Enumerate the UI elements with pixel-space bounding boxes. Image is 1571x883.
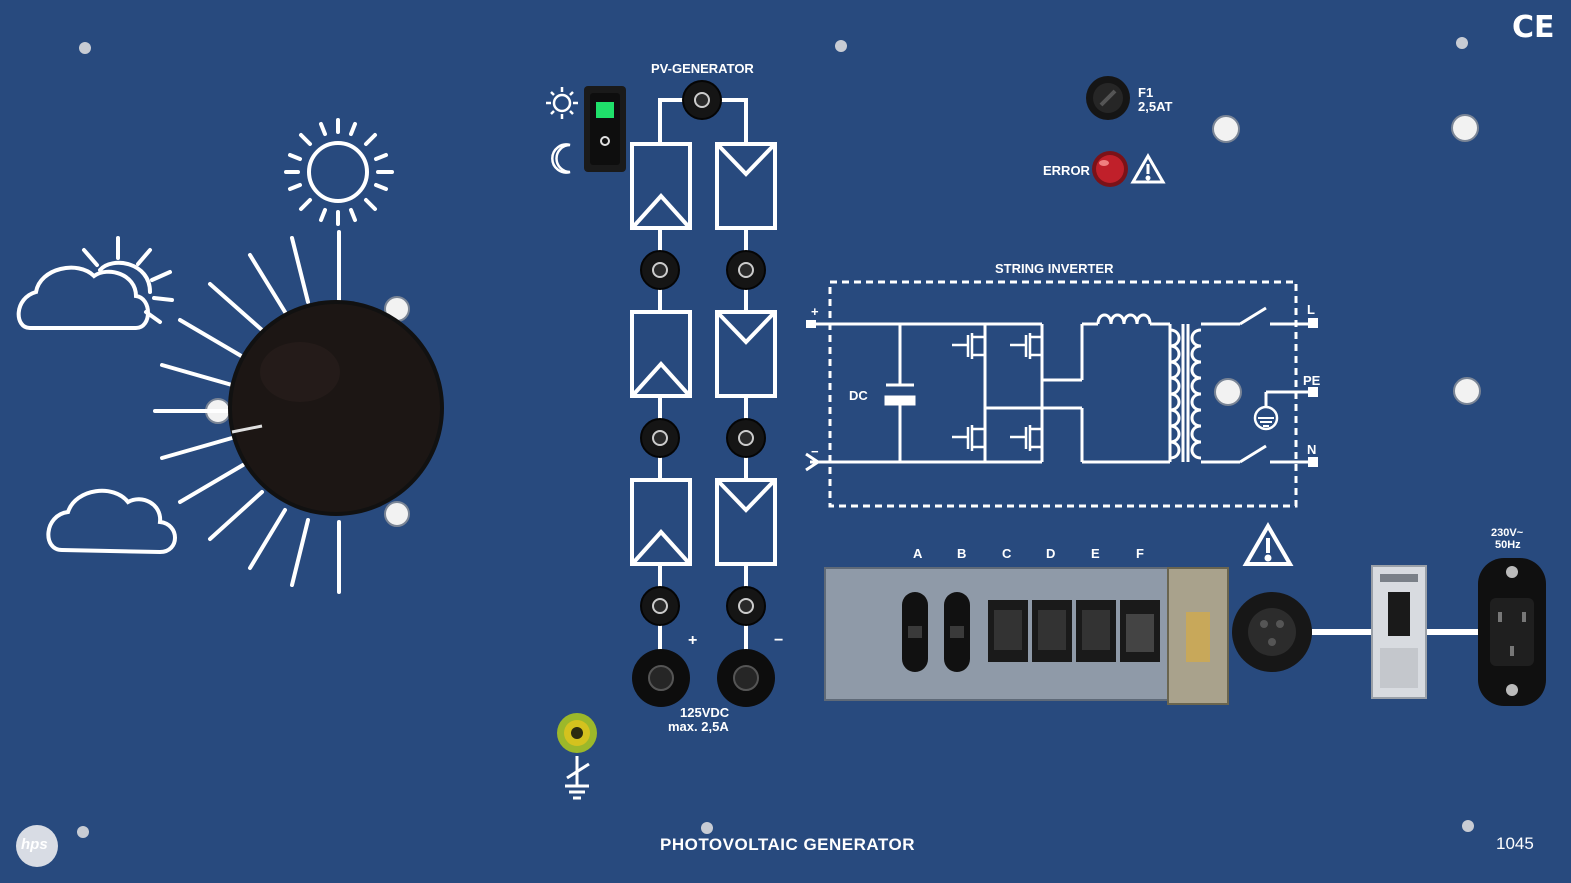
irradiance-knob[interactable] [228, 300, 444, 516]
fault-switch-f[interactable] [1120, 600, 1160, 662]
output-connector[interactable] [1232, 592, 1312, 672]
error-label: ERROR [1043, 163, 1090, 178]
switch-label-e: E [1091, 546, 1100, 561]
pv-rating-line2: max. 2,5A [668, 719, 729, 734]
dc-label: DC [849, 388, 868, 403]
panel-screw-icon [205, 114, 1481, 527]
day-night-switch[interactable] [584, 86, 626, 172]
cloud-icon [46, 488, 177, 555]
inverter-plus-label: + [811, 304, 819, 319]
switch-label-b: B [957, 546, 967, 561]
circuit-breaker[interactable] [1371, 565, 1427, 699]
fuse-label-line2: 2,5AT [1138, 99, 1173, 114]
pv-module-icon [630, 142, 777, 566]
model-number: 1045 [1496, 834, 1534, 853]
fault-switch-e[interactable] [1076, 600, 1116, 662]
night-icon [551, 143, 571, 174]
measurement-socket[interactable] [640, 80, 766, 626]
panel-title: PHOTOVOLTAIC GENERATOR [660, 835, 915, 854]
inverter-schematic [805, 280, 1318, 508]
fault-switch-d[interactable] [1032, 600, 1072, 662]
warning-triangle-icon [1130, 152, 1166, 184]
ce-mark: CE [1512, 10, 1555, 45]
inverter-label: STRING INVERTER [995, 261, 1114, 276]
output-socket-minus[interactable] [717, 649, 775, 707]
mains-inlet[interactable] [1478, 558, 1546, 706]
warning-triangle-icon [1242, 522, 1294, 566]
switch-label-a: A [913, 546, 923, 561]
fault-switch-a[interactable] [902, 592, 928, 672]
switch-label-d: D [1046, 546, 1056, 561]
fault-switch-c[interactable] [988, 600, 1028, 662]
fuse-label-line1: F1 [1138, 85, 1154, 100]
output-l-label: L [1307, 302, 1315, 317]
day-icon [546, 87, 578, 119]
fault-switch-b[interactable] [944, 592, 970, 672]
switch-label-f: F [1136, 546, 1144, 561]
fuse-holder[interactable] [1086, 76, 1130, 120]
inverter-minus-label: − [811, 444, 819, 459]
sun-icon [284, 118, 394, 226]
irradiance-scale [153, 230, 341, 594]
brand-logo [16, 825, 58, 867]
pv-generator-label: PV-GENERATOR [651, 61, 754, 76]
mounting-screw-icon [77, 37, 1474, 838]
pv-string-wiring [658, 98, 748, 652]
error-led [1092, 151, 1128, 187]
output-pe-label: PE [1303, 373, 1321, 388]
output-socket-plus[interactable] [632, 649, 690, 707]
brand-logo-text: hps [21, 836, 48, 853]
output-plus-label: + [688, 632, 698, 649]
mains-label-line2: 50Hz [1495, 539, 1521, 551]
ground-socket[interactable] [557, 713, 597, 753]
output-minus-label: − [774, 632, 784, 649]
output-n-label: N [1307, 442, 1317, 457]
sun-cloud-icon [16, 236, 174, 330]
ground-icon [565, 756, 590, 800]
mains-label-line1: 230V~ [1491, 527, 1524, 539]
switch-label-c: C [1002, 546, 1012, 561]
pv-rating-line1: 125VDC [680, 705, 730, 720]
